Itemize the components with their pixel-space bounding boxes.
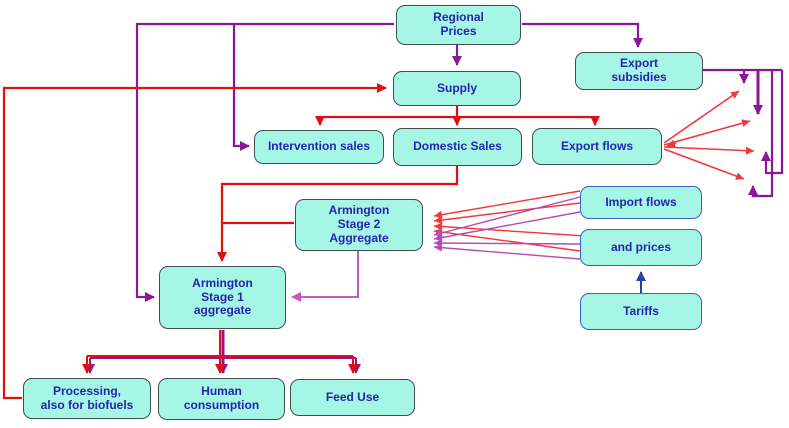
edge-imports-fan-purple-4: [433, 243, 581, 260]
edge-exportflows-fan-4: [663, 148, 745, 180]
edge-stage2-to-stage1: [291, 251, 359, 302]
edge-regional-to-intervention: [232, 24, 250, 151]
edge-exportflows-fan-1: [663, 90, 740, 144]
edge-regional-to-export-subsidies: [522, 22, 643, 48]
node-supply: Supply: [393, 71, 521, 106]
node-intervention-sales: Intervention sales: [254, 130, 384, 164]
edge-regional-to-armington1: [135, 22, 394, 302]
node-human-consumption: Human consumption: [158, 378, 285, 420]
edge-trade-hook-1: [761, 70, 784, 175]
edge-imports-fan-red-3: [433, 222, 586, 237]
node-feed-use: Feed Use: [290, 379, 415, 416]
edge-exportflows-fan-return: [666, 139, 677, 148]
edge-trade-hook-2: [748, 70, 774, 198]
edge-processing-to-supply: [2, 83, 387, 400]
edge-imports-fan-red-1: [433, 190, 581, 219]
edge-exportflows-fan-2: [663, 119, 751, 146]
edge-imports-fan-purple-1: [433, 196, 581, 237]
edge-imports-fan-purple-3: [433, 239, 581, 248]
node-import-flows: Import flows: [580, 186, 702, 219]
node-processing: Processing, also for biofuels: [23, 378, 151, 419]
edge-imports-fan-red-2: [433, 202, 581, 224]
edge-imports-fan-purple-2: [433, 211, 581, 242]
node-export-subsidies: Export subsidies: [575, 52, 703, 90]
node-export-flows: Export flows: [532, 128, 662, 165]
node-tariffs: Tariffs: [580, 293, 702, 330]
node-armington-stage2: Armington Stage 2 Aggregate: [295, 199, 423, 251]
edge-exportflows-fan-3: [663, 146, 755, 155]
node-domestic-sales: Domestic Sales: [393, 128, 522, 166]
node-and-prices: and prices: [580, 229, 702, 266]
node-armington-stage1: Armington Stage 1 aggregate: [159, 266, 286, 329]
node-regional-prices: Regional Prices: [396, 5, 521, 45]
